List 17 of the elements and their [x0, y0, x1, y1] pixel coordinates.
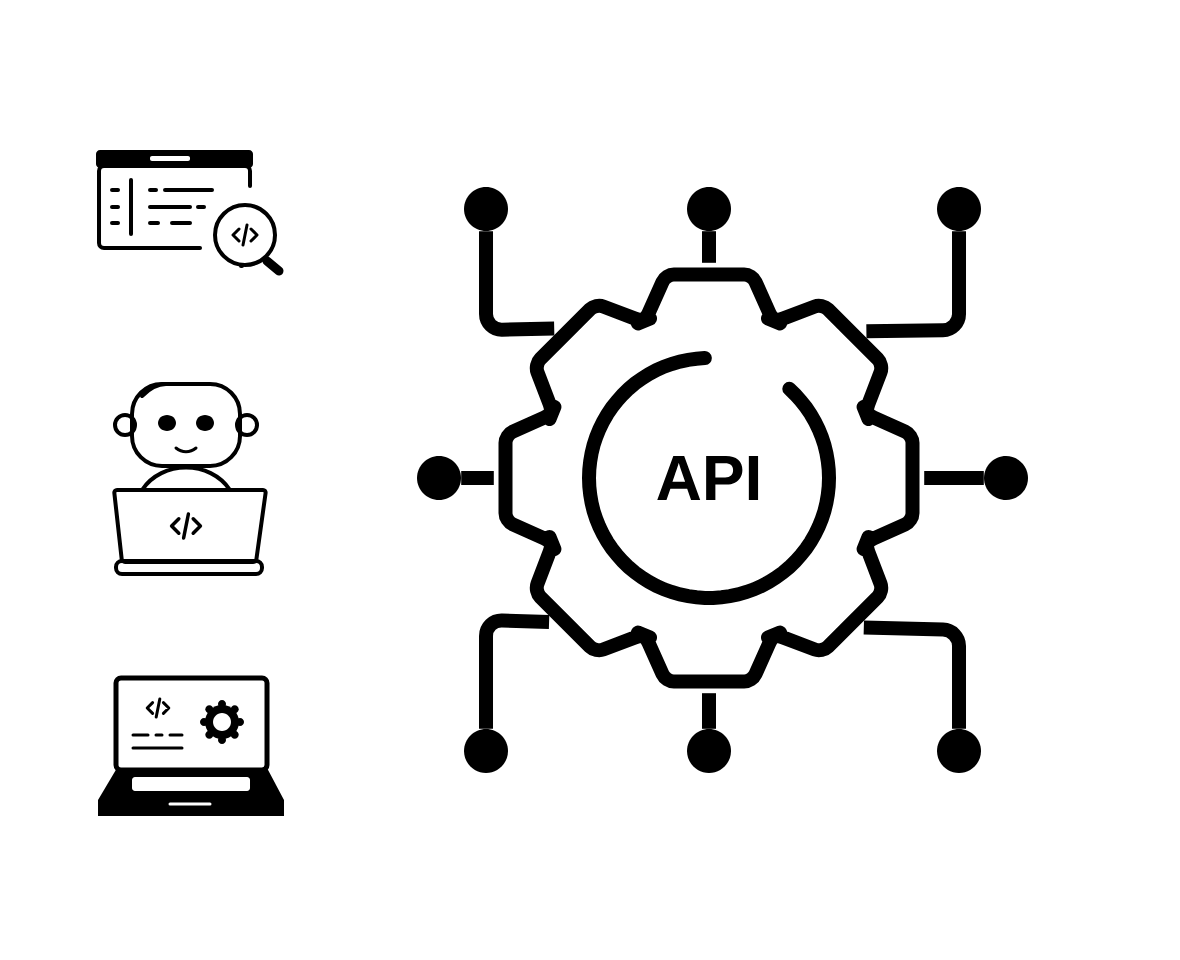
terminal-dot — [464, 729, 508, 773]
terminal-dot — [687, 187, 731, 231]
connector-line — [461, 471, 494, 485]
gear-node: API — [498, 267, 920, 689]
terminal-dot — [937, 729, 981, 773]
connector-line — [924, 471, 984, 485]
terminal-dot — [687, 729, 731, 773]
connector-line — [866, 231, 966, 339]
connector-line — [479, 231, 555, 337]
terminal-dot — [417, 456, 461, 500]
connector-line — [702, 231, 716, 263]
connector-line — [702, 693, 716, 729]
terminal-dot — [984, 456, 1028, 500]
terminal-dot — [937, 187, 981, 231]
connector-line — [863, 620, 966, 729]
terminal-dot — [464, 187, 508, 231]
connector-line — [479, 613, 550, 729]
